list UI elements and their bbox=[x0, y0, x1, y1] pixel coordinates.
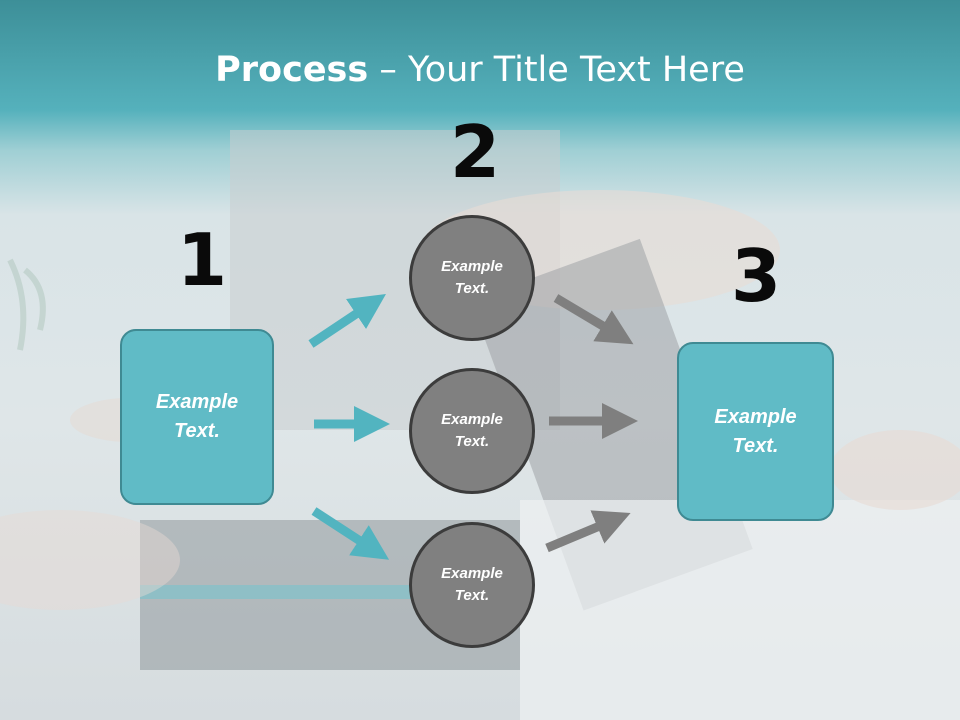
title-bold: Process bbox=[215, 50, 369, 90]
slide-title: Process – Your Title Text Here bbox=[0, 50, 960, 90]
step-1-box: Example Text. bbox=[120, 329, 274, 505]
circle-middle-text: Example Text. bbox=[441, 410, 503, 451]
circle-top-text: Example Text. bbox=[441, 257, 503, 298]
step-2-circle-bottom: Example Text. bbox=[409, 522, 535, 648]
arrow-left-to-top bbox=[308, 294, 386, 348]
step-2-circle-top: Example Text. bbox=[409, 215, 535, 341]
step-number-1: 1 bbox=[177, 218, 228, 302]
step-3-text: Example Text. bbox=[714, 405, 797, 457]
title-rest: – Your Title Text Here bbox=[368, 50, 745, 90]
step-number-3: 3 bbox=[731, 234, 782, 318]
step-1-text: Example Text. bbox=[155, 391, 239, 442]
step-number-2: 2 bbox=[450, 110, 501, 194]
arrow-bottom-to-right bbox=[545, 510, 631, 553]
step-2-circle-middle: Example Text. bbox=[409, 368, 535, 494]
arrow-left-to-bottom bbox=[311, 507, 390, 560]
arrow-top-to-right bbox=[553, 294, 634, 345]
circle-bottom-text: Example Text. bbox=[441, 564, 503, 605]
step-3-box: Example Text. bbox=[677, 342, 834, 521]
